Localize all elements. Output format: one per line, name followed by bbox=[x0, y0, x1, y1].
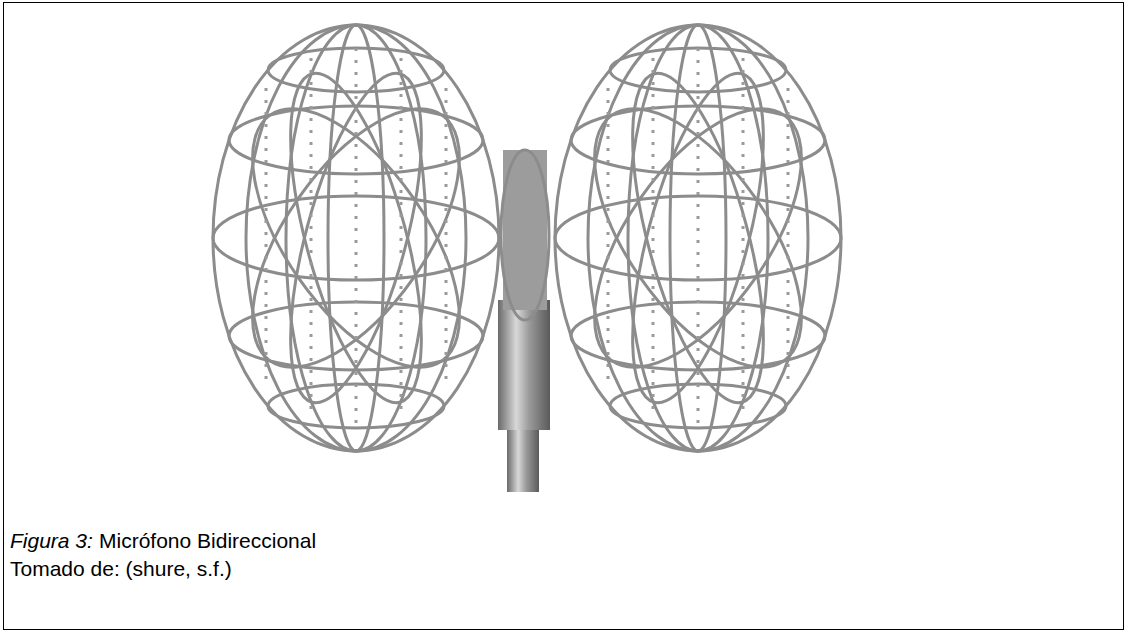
figure-number: Figura 3: bbox=[10, 528, 93, 553]
source-note: Tomado de: (shure, s.f.) bbox=[10, 556, 232, 581]
figure-title: Micrófono Bidireccional bbox=[99, 528, 316, 553]
